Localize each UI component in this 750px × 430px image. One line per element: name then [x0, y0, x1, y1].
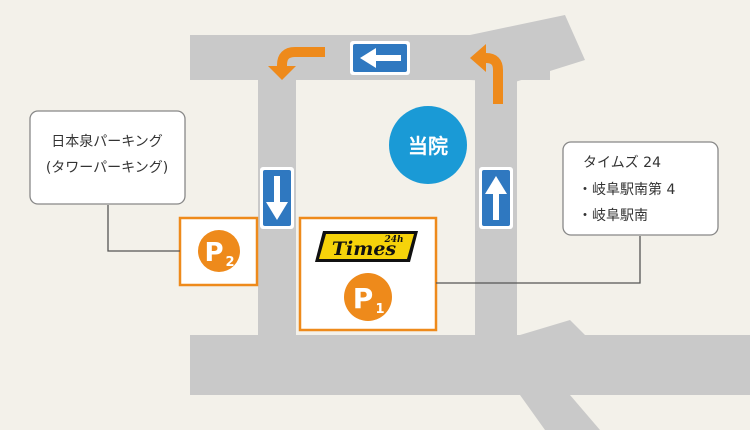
road-bottom-right-descent [520, 395, 600, 430]
callout-p2-line1: 日本泉パーキング [51, 133, 163, 150]
times-logo-name: Times [332, 238, 397, 260]
parking-p1-letter: P [353, 282, 374, 315]
left-arrow-icon [360, 48, 401, 68]
parking-p2: P 2 [178, 216, 259, 287]
parking-p2-letter: P [204, 238, 223, 268]
up-arrow-icon [485, 176, 507, 220]
callout-p2-line2: (タワーパーキング) [46, 160, 168, 176]
times-logo: Times 24h [315, 231, 418, 262]
down-arrow-icon [266, 176, 288, 220]
callout-p1: タイムズ 24 ・岐阜駅南第 4 ・岐阜駅南 [562, 141, 719, 236]
callout-p1-line1: タイムズ 24 [583, 155, 661, 171]
clinic-label: 当院 [408, 134, 448, 158]
callout-p2-box [29, 110, 186, 205]
one-way-sign-left [260, 167, 294, 229]
callout-line-p2 [107, 205, 180, 252]
turn-arrow-top-left-icon [268, 47, 325, 80]
clinic-circle [389, 106, 467, 184]
callout-lines [107, 205, 641, 284]
callout-p1-line2: ・岐阜駅南第 4 [578, 181, 675, 198]
callout-p1-line3: ・岐阜駅南 [578, 207, 648, 224]
callout-p1-box [562, 141, 719, 236]
one-way-sign-right [479, 167, 513, 229]
parking-p1-badge [344, 273, 392, 321]
parking-p2-badge [198, 230, 240, 272]
parking-p1: Times 24h P 1 [298, 216, 438, 332]
parking-p1-number: 1 [375, 302, 384, 317]
road-bottom [190, 335, 750, 395]
one-way-sign-top [350, 41, 410, 75]
clinic-marker: 当院 [389, 106, 467, 184]
times-logo-badge: 24h [383, 235, 403, 245]
callout-line-p1 [436, 236, 641, 284]
road-diagonal-bottom-right [520, 320, 615, 395]
turn-arrow-top-right-icon [470, 44, 503, 104]
parking-p2-number: 2 [225, 255, 234, 270]
times-logo-yellow [319, 234, 414, 259]
callout-p2: 日本泉パーキング (タワーパーキング) [29, 110, 186, 205]
